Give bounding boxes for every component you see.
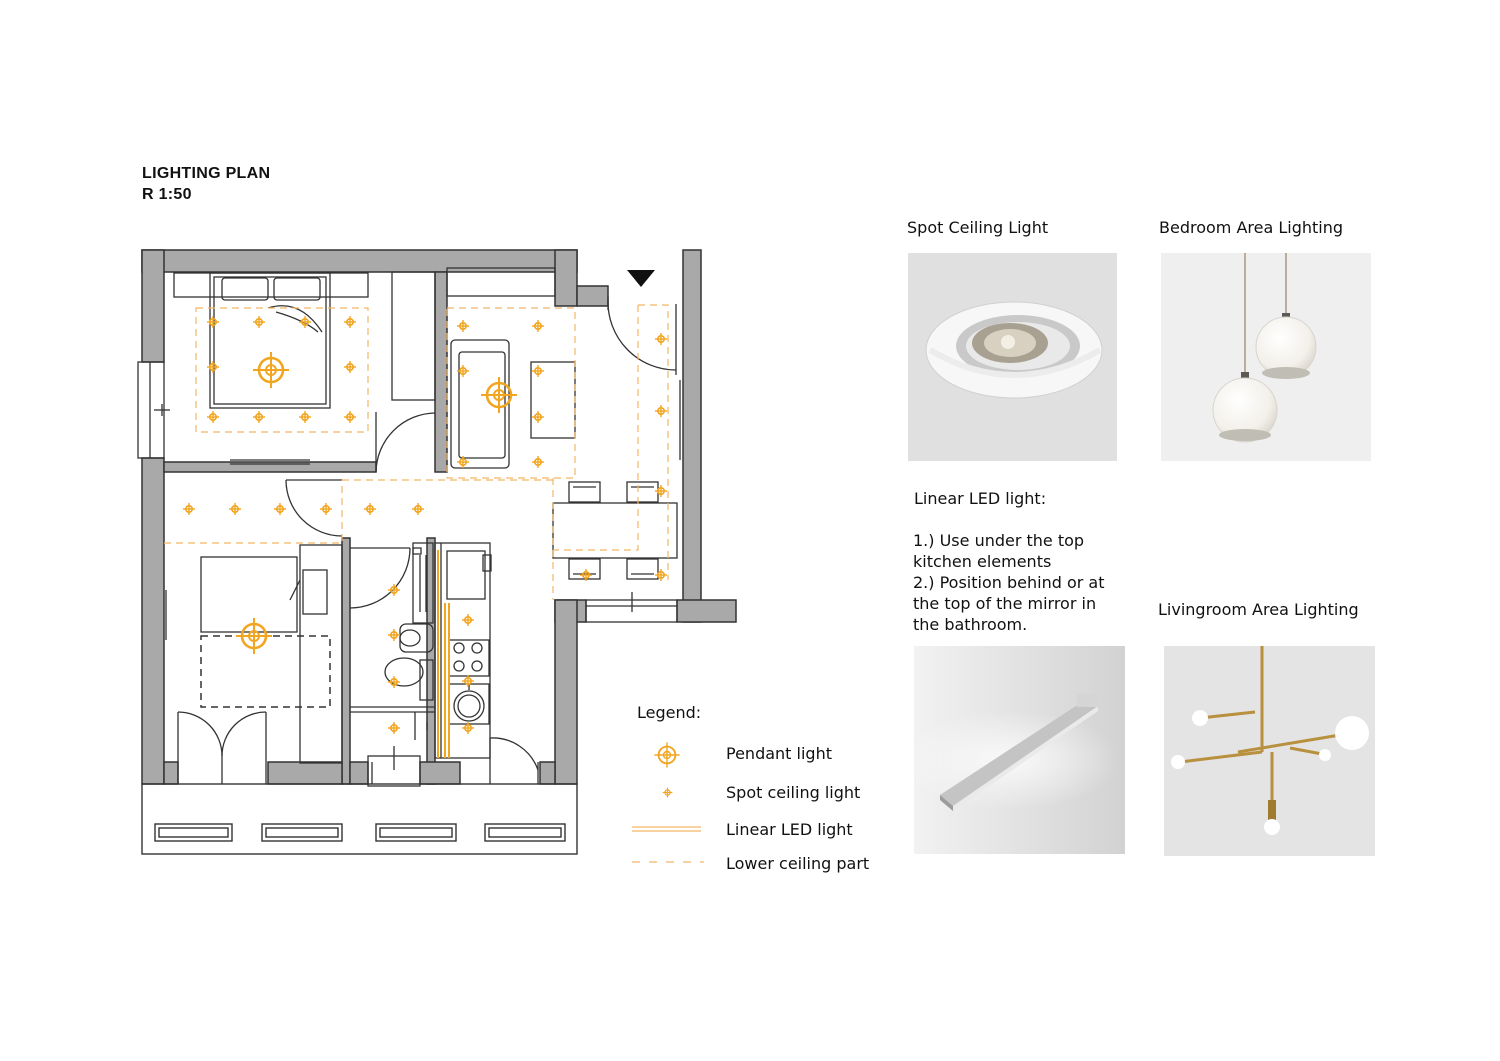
balcony-doors bbox=[177, 711, 539, 787]
spot-light-icon bbox=[531, 410, 545, 424]
guest-bed-outline bbox=[200, 635, 331, 708]
spot-light-icon bbox=[531, 455, 545, 469]
spot-light-icon bbox=[456, 319, 470, 333]
legend-label-lower-ceiling: Lower ceiling part bbox=[726, 854, 870, 873]
linear-led-icon bbox=[632, 826, 701, 832]
legend bbox=[632, 741, 704, 863]
note-line: 1.) Use under the top bbox=[913, 531, 1085, 550]
window-bottom bbox=[585, 592, 678, 623]
spot-light-icon bbox=[411, 502, 425, 516]
spot-light-icon bbox=[654, 404, 668, 418]
spot-light-icon bbox=[343, 315, 357, 329]
spot-light-icon bbox=[363, 502, 377, 516]
kitchen-fixtures bbox=[434, 542, 492, 759]
legend-label-pendant: Pendant light bbox=[726, 744, 832, 763]
spot-light-icon bbox=[343, 410, 357, 424]
note-line: 2.) Position behind or at bbox=[913, 573, 1105, 592]
linear-led-lines bbox=[437, 550, 450, 758]
spot-light-icon bbox=[206, 315, 220, 329]
balcony bbox=[141, 783, 578, 855]
spot-light-icon bbox=[228, 502, 242, 516]
spot-light-icon bbox=[206, 360, 220, 374]
bedroom-furniture bbox=[173, 271, 436, 465]
floor-plan bbox=[137, 249, 737, 855]
spot-light-icon bbox=[206, 410, 220, 424]
note-line: the bathroom. bbox=[913, 615, 1028, 634]
bedroom-lighting-image bbox=[1161, 253, 1371, 461]
pendant-lights bbox=[234, 350, 519, 656]
pendant-light-icon bbox=[479, 375, 519, 415]
spot-light-icon bbox=[461, 613, 475, 627]
caption-bedroom-lighting: Bedroom Area Lighting bbox=[1159, 218, 1344, 237]
bathroom-fixtures bbox=[350, 542, 435, 740]
note-line: kitchen elements bbox=[913, 552, 1052, 571]
lower-ceiling-outlines bbox=[164, 304, 669, 600]
pendant-light-icon bbox=[251, 350, 291, 390]
spot-light-icon bbox=[252, 410, 266, 424]
linear-led-notes: 1.) Use under the top kitchen elements 2… bbox=[913, 530, 1104, 635]
spot-light-icon bbox=[298, 410, 312, 424]
pendant-icon bbox=[653, 741, 681, 769]
spot-lights bbox=[182, 315, 668, 735]
bedroom2-furniture bbox=[165, 544, 343, 764]
spot-light-icon bbox=[319, 502, 333, 516]
note-line: the top of the mirror in bbox=[913, 594, 1097, 613]
spot-light-icon bbox=[387, 675, 401, 689]
spot-light-icon bbox=[531, 364, 545, 378]
spot-light-icon bbox=[182, 502, 196, 516]
spot-icon bbox=[661, 786, 674, 799]
legend-label-linear: Linear LED light bbox=[726, 820, 853, 839]
spot-light-icon bbox=[461, 674, 475, 688]
pendant-light-icon bbox=[234, 616, 274, 656]
caption-spot-ceiling-light: Spot Ceiling Light bbox=[907, 218, 1049, 237]
caption-linear-led: Linear LED light: bbox=[914, 489, 1047, 508]
caption-livingroom-lighting: Livingroom Area Lighting bbox=[1158, 600, 1359, 619]
legend-label-spot: Spot ceiling light bbox=[726, 783, 861, 802]
linear-led-image bbox=[900, 646, 1125, 854]
spot-light-icon bbox=[387, 583, 401, 597]
spot-light-icon bbox=[654, 332, 668, 346]
walls bbox=[141, 249, 737, 785]
spot-light-icon bbox=[273, 502, 287, 516]
window-left bbox=[137, 361, 170, 459]
livingroom-furniture bbox=[446, 267, 681, 580]
livingroom-lighting-image bbox=[1164, 646, 1375, 856]
spot-light-icon bbox=[252, 315, 266, 329]
plan-title-block: LIGHTING PLAN R 1:50 bbox=[142, 163, 270, 205]
spot-light-icon bbox=[531, 319, 545, 333]
spot-light-icon bbox=[387, 721, 401, 735]
spot-ceiling-light-image bbox=[908, 253, 1117, 461]
entrance bbox=[607, 270, 677, 375]
plan-title: LIGHTING PLAN bbox=[142, 165, 271, 182]
spot-light-icon bbox=[387, 628, 401, 642]
spot-light-icon bbox=[654, 484, 668, 498]
spot-light-icon bbox=[343, 360, 357, 374]
legend-title: Legend: bbox=[637, 703, 702, 722]
plan-scale: R 1:50 bbox=[142, 186, 192, 203]
